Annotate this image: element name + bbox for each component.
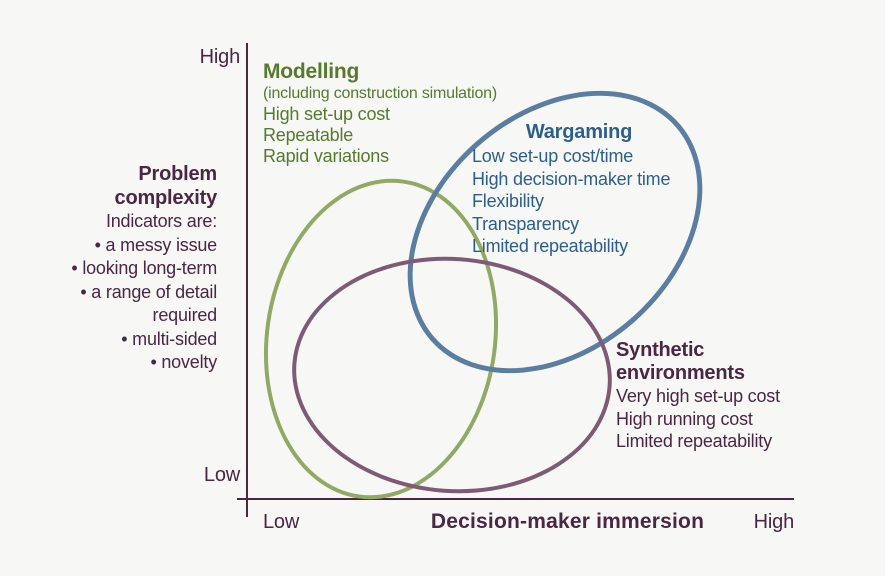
wargaming-title: Wargaming: [525, 121, 633, 143]
wargaming-attribute: Transparency: [472, 213, 579, 234]
synthetic-environments-title-line: Synthetic: [616, 339, 705, 361]
problem-complexity-block: Problem complexity Indicators are: • a m…: [71, 163, 217, 375]
x-axis-low-label: Low: [263, 511, 300, 533]
modelling-subtitle: (including construction simulation): [263, 85, 498, 102]
problem-complexity-bullet: • a range of detail: [80, 281, 217, 302]
modelling-block: Modelling (including construction simula…: [263, 59, 497, 167]
problem-complexity-bullet-continuation: required: [152, 305, 218, 325]
problem-complexity-heading-line: complexity: [114, 186, 218, 209]
x-axis-line: [237, 498, 794, 500]
y-axis-low-label: Low: [203, 464, 240, 486]
wargaming-attribute: Flexibility: [472, 191, 544, 211]
y-axis-line: [246, 43, 248, 517]
problem-complexity-bullet: • looking long-term: [71, 258, 217, 278]
problem-complexity-heading-line: Problem: [138, 163, 217, 185]
x-axis-title: Decision-maker immersion: [430, 510, 705, 533]
modelling-attribute: Repeatable: [263, 125, 354, 145]
x-axis-high-label: High: [753, 511, 795, 533]
modelling-attribute: Rapid variations: [263, 146, 389, 166]
problem-complexity-bullet: • a messy issue: [94, 234, 218, 255]
problem-complexity-intro: Indicators are:: [105, 211, 217, 231]
wargaming-block: Wargaming Low set-up cost/time High deci…: [472, 120, 686, 258]
y-axis-high-label: High: [199, 46, 241, 68]
problem-complexity-bullet: • novelty: [150, 352, 217, 372]
synthetic-environments-attribute: Limited repeatability: [616, 431, 772, 451]
synthetic-environments-block: Synthetic environments Very high set-up …: [616, 339, 780, 453]
wargaming-attribute: Limited repeatability: [472, 236, 628, 256]
modelling-title: Modelling: [263, 60, 360, 83]
wargaming-attribute: High decision-maker time: [472, 168, 671, 189]
modelling-attribute: High set-up cost: [263, 104, 390, 124]
synthetic-environments-title-line: environments: [616, 362, 745, 384]
synthetic-environments-attribute: Very high set-up cost: [616, 386, 780, 406]
synthetic-environments-attribute: High running cost: [616, 408, 753, 429]
problem-complexity-bullet: • multi-sided: [121, 328, 217, 349]
wargaming-attribute: Low set-up cost/time: [472, 146, 634, 166]
